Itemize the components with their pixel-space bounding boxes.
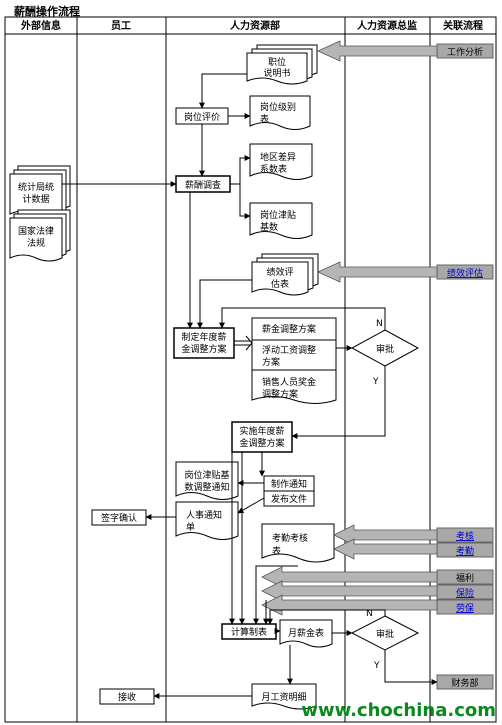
doc-job-grade-line2: 表: [260, 113, 269, 125]
related-perf-label[interactable]: 绩效评估: [447, 267, 483, 279]
doc-job-desc-line2: 说明书: [263, 67, 290, 79]
lane-header-hr: 人力资源部: [230, 19, 280, 32]
doc-monthly-table: 月薪金表: [279, 619, 333, 648]
doc-monthly-table-label: 月薪金表: [288, 627, 324, 639]
process-make-plan: [173, 327, 235, 359]
doc-law: 国家法律 法规: [9, 209, 71, 262]
connectors: [62, 73, 438, 699]
doc-region-diff-line1: 地区差异: [260, 151, 296, 163]
related-labor-label[interactable]: 劳保: [456, 602, 474, 614]
doc-allowance-coef-line2: 基数: [260, 221, 278, 233]
process-job-eval-label: 岗位评价: [184, 111, 220, 123]
decision-1-n-label: N: [376, 319, 383, 329]
doc-plan-group: [251, 317, 337, 404]
doc-stats-line2: 计数据: [22, 193, 49, 205]
related-assess-label[interactable]: 考核: [456, 530, 474, 542]
decision-approve-2-label: 审批: [376, 628, 394, 640]
doc-allowance-notice: 岗位津贴基 数调整通知: [175, 461, 239, 500]
doc-law-line2: 法规: [27, 237, 45, 249]
doc-law-line1: 国家法律: [18, 225, 54, 237]
process-receive-label: 接收: [118, 691, 136, 703]
process-make-plan-line1: 制定年度薪: [181, 331, 226, 343]
related-finance-label: 财务部: [451, 677, 478, 689]
doc-monthly-slip: 月工资明细: [251, 683, 317, 710]
doc-attendance-line1: 考勤考核: [272, 532, 308, 544]
doc-hr-notice-line2: 单: [186, 521, 195, 533]
doc-allowance-coef: 岗位津贴 基数: [249, 202, 313, 239]
doc-job-desc: 职位 说明书: [246, 44, 318, 85]
related-attend-label[interactable]: 考勤: [456, 545, 474, 557]
decision-1-y-label: Y: [372, 377, 379, 387]
related-job-analysis-label: 工作分析: [447, 46, 483, 58]
related-arrows: [261, 40, 438, 616]
doc-allowance-coef-line1: 岗位津贴: [260, 209, 296, 221]
doc-salary-adjust: 薪金调整方案: [262, 323, 316, 335]
doc-attendance-line2: 表: [272, 545, 281, 557]
page-title: 薪酬操作流程: [14, 5, 80, 18]
lane-header-employee: 员工: [111, 20, 131, 32]
doc-stats-line1: 统计局统: [18, 181, 54, 193]
process-salary-survey-label: 薪酬调查: [185, 179, 221, 191]
related-welfare-label: 福利: [456, 572, 474, 584]
doc-float-wage-line2: 方案: [262, 356, 280, 368]
process-make-plan-line2: 金调整方案: [181, 343, 226, 355]
process-calc-label: 计算制表: [231, 626, 267, 638]
doc-job-desc-line1: 职位: [268, 56, 286, 68]
doc-monthly-slip-label: 月工资明细: [261, 691, 306, 703]
related-insurance-label[interactable]: 保险: [456, 587, 474, 599]
doc-sales-bonus-line1: 销售人员奖金: [262, 376, 316, 388]
doc-job-grade-line1: 岗位级别: [260, 101, 296, 113]
lane-header-director: 人力资源总监: [357, 19, 417, 32]
doc-attendance: 考勤考核 表: [261, 523, 335, 563]
process-publish-label: 发布文件: [271, 493, 307, 505]
decision-2-y-label: Y: [373, 661, 380, 671]
lane-header-related: 关联流程: [443, 19, 483, 32]
doc-job-grade: 岗位级别 表: [249, 95, 311, 130]
doc-hr-notice: 人事通知 单: [175, 501, 239, 540]
doc-perf-eval-line2: 估表: [271, 278, 289, 290]
doc-hr-notice-line1: 人事通知: [186, 509, 222, 521]
doc-perf-eval: 绩效评 估表: [251, 253, 319, 296]
doc-allowance-notice-line2: 数调整通知: [184, 481, 229, 493]
process-implement-line2: 金调整方案: [239, 437, 284, 449]
doc-sales-bonus-line2: 调整方案: [262, 388, 298, 400]
doc-region-diff: 地区差异 系数表: [249, 143, 313, 180]
process-sign-label: 签字确认: [101, 512, 137, 524]
process-implement-line1: 实施年度薪: [239, 425, 284, 437]
decision-approve-2: 审批: [350, 615, 420, 651]
decision-approve-1: 审批: [350, 329, 420, 367]
doc-region-diff-line2: 系数表: [260, 163, 287, 175]
decision-approve-1-label: 审批: [376, 343, 394, 355]
doc-perf-eval-line1: 绩效评: [266, 266, 293, 278]
doc-allowance-notice-line1: 岗位津贴基: [184, 469, 229, 481]
decision-2-n-label: N: [366, 609, 373, 619]
process-make-notice-label: 制作通知: [271, 478, 307, 490]
lane-header-external: 外部信息: [20, 19, 61, 32]
doc-stats: 统计局统 计数据: [9, 165, 71, 218]
doc-float-wage-line1: 浮动工资调整: [262, 344, 316, 356]
